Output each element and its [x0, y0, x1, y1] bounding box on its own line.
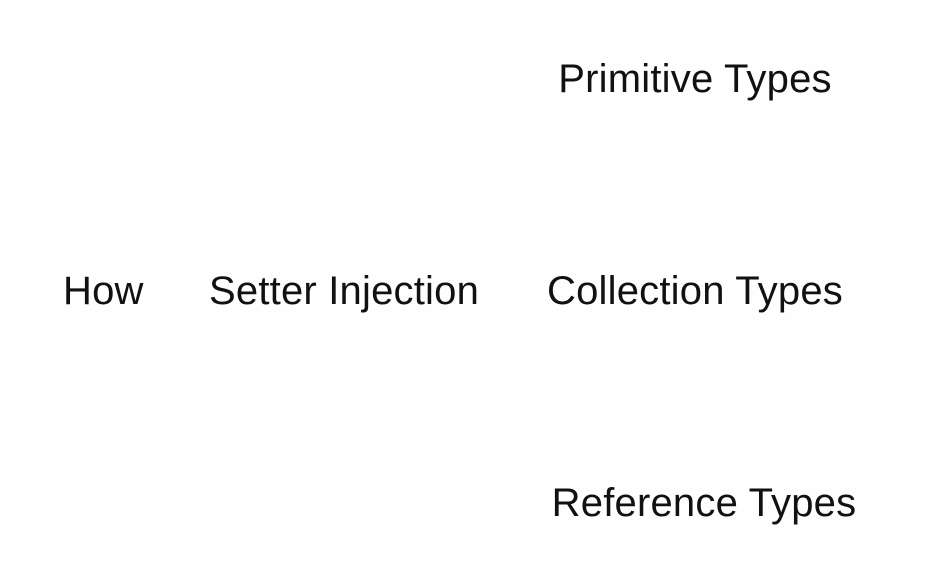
how-label: How	[63, 269, 144, 313]
collection-types-label: Collection Types	[547, 269, 843, 313]
setter-injection-label: Setter Injection	[209, 269, 480, 313]
reference-types-label: Reference Types	[551, 481, 857, 525]
primitive-types-label: Primitive Types	[558, 57, 832, 101]
